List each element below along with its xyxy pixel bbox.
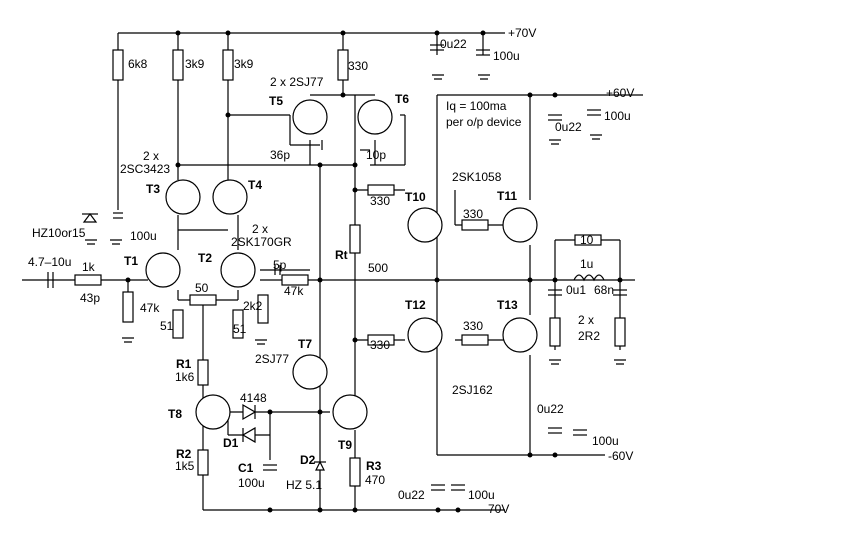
label-t1: T1 [124, 254, 138, 268]
label-r1: R1 [176, 357, 192, 371]
label-0u22-60: 0u22 [555, 120, 582, 134]
label-47k-fb: 47k [284, 284, 304, 298]
label-sc3423: 2SC3423 [120, 162, 170, 176]
supply-labels: +70V +60V -60V -70V 0u22 100u 0u22 100u … [398, 26, 634, 516]
label-5p: 5p [273, 258, 287, 272]
label-t10: T10 [405, 190, 426, 204]
label-rt: Rt [335, 248, 348, 262]
label-sj77: 2SJ77 [255, 352, 289, 366]
label-t13: T13 [497, 298, 518, 312]
label-330-t11: 330 [463, 207, 483, 221]
label-330-t13: 330 [463, 319, 483, 333]
label-sj162: 2SJ162 [452, 383, 493, 397]
label-0u1: 0u1 [566, 283, 586, 297]
transistor-symbols [145, 99, 538, 430]
label-10: 10 [580, 233, 594, 247]
label-100u-zener: 100u [130, 229, 157, 243]
label-6k8: 6k8 [128, 57, 148, 71]
iq-note-line1: Iq = 100ma [446, 99, 507, 113]
label-47k-in: 47k [140, 301, 160, 315]
label-1k6: 1k6 [175, 370, 195, 384]
label-100u-neg70: 100u [468, 488, 495, 502]
label-51-a: 51 [160, 319, 174, 333]
label-t11: T11 [497, 189, 517, 203]
label-t6: T6 [395, 92, 409, 106]
label-input-cap: 4.7–10u [28, 255, 71, 269]
label-2x: 2 x [578, 313, 594, 327]
label-3k9-a: 3k9 [185, 57, 205, 71]
label-1k: 1k [82, 260, 96, 274]
label-neg70: -70V [484, 502, 509, 516]
label-t9: T9 [338, 438, 352, 452]
wiring [22, 32, 643, 511]
label-t12: T12 [405, 298, 426, 312]
label-500: 500 [368, 261, 388, 275]
label-d2: D2 [300, 453, 316, 467]
capacitor-labels: 4.7–10u 43p 36p 10p 5p 0u1 68n 1u 100u 1… [28, 148, 614, 490]
label-pos60: +60V [606, 86, 634, 100]
diode-symbols [82, 213, 326, 471]
label-r2: R2 [176, 447, 192, 461]
label-4148: 4148 [240, 391, 267, 405]
inductor-symbol [573, 274, 605, 282]
label-d1: D1 [223, 436, 239, 450]
label-sk1058: 2SK1058 [452, 170, 502, 184]
label-3k9-b: 3k9 [234, 57, 254, 71]
label-0u22-neg70: 0u22 [398, 488, 425, 502]
resistor-labels: 6k8 3k9 3k9 330 1k 47k 50 51 51 2k2 47k … [82, 57, 600, 487]
ground-symbols [85, 74, 626, 365]
label-t8: T8 [168, 407, 182, 421]
label-68n: 68n [594, 283, 614, 297]
label-43p: 43p [80, 291, 100, 305]
label-470: 470 [365, 473, 385, 487]
label-sc3423-count: 2 x [143, 149, 159, 163]
label-51-b: 51 [233, 322, 247, 336]
label-neg60: -60V [608, 449, 633, 463]
label-pos70: +70V [508, 26, 536, 40]
label-2k2: 2k2 [243, 299, 263, 313]
label-0u22-neg60: 0u22 [537, 402, 564, 416]
label-t7: T7 [298, 337, 312, 351]
label-pair-sj77: 2 x 2SJ77 [270, 75, 324, 89]
iq-note-line2: per o/p device [446, 115, 522, 129]
label-c1: C1 [238, 461, 254, 475]
label-t4: T4 [248, 178, 262, 192]
label-100u-c1: 100u [238, 476, 265, 490]
device-labels: T3 T4 T1 T2 T5 T6 T7 T8 T9 T10 T11 T12 T… [32, 75, 518, 492]
label-330-top: 330 [348, 59, 368, 73]
resistor-symbols [74, 49, 626, 487]
label-1k5: 1k5 [175, 459, 195, 473]
label-t5: T5 [269, 94, 283, 108]
label-2r2: 2R2 [578, 329, 600, 343]
label-10p: 10p [366, 148, 386, 162]
label-hz10: HZ10or15 [32, 226, 86, 240]
label-t3: T3 [146, 182, 160, 196]
label-sk170-count: 2 x [252, 222, 268, 236]
label-0u22-top: 0u22 [440, 37, 467, 51]
label-r3: R3 [366, 459, 382, 473]
iq-note: Iq = 100ma per o/p device [446, 99, 522, 129]
capacitor-symbols [47, 44, 627, 491]
label-hz51: HZ 5.1 [286, 478, 322, 492]
label-t2: T2 [198, 251, 212, 265]
label-36p: 36p [270, 148, 290, 162]
label-sk170: 2SK170GR [231, 235, 292, 249]
label-100u-60: 100u [604, 109, 631, 123]
label-330-t12: 330 [370, 338, 390, 352]
label-1u: 1u [580, 257, 593, 271]
label-100u-neg60: 100u [592, 434, 619, 448]
label-100u-top: 100u [493, 49, 520, 63]
label-330-t10: 330 [370, 194, 390, 208]
label-50: 50 [195, 281, 209, 295]
